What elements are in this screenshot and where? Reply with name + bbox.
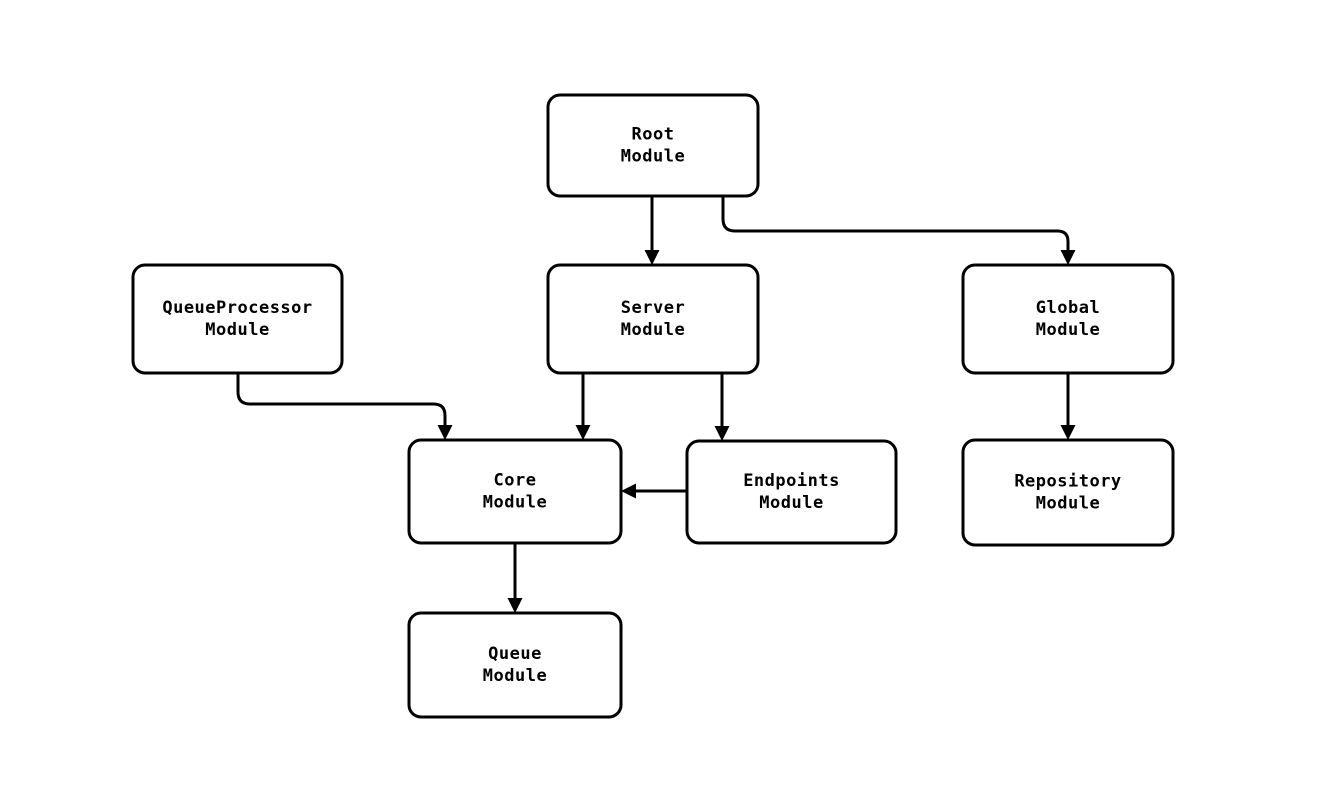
core-module-node-box[interactable] — [407, 438, 623, 545]
global-module-node-label-line1: Global — [1036, 298, 1100, 318]
core-module-node-label-line1: Core — [494, 471, 537, 491]
queueprocessor-module-node-label-line1: QueueProcessor — [162, 298, 312, 318]
edge-server-to-core-arrowhead-icon — [575, 425, 591, 440]
edge-queueprocessor-to-core-line — [236, 373, 447, 427]
edge-queueprocessor-to-core-arrowhead-icon — [437, 425, 453, 440]
core-module-node-label-line2: Module — [483, 493, 547, 513]
global-module-node-box[interactable] — [961, 263, 1175, 375]
edge-queueprocessor-to-core — [236, 373, 453, 440]
queue-module-node-label-line2: Module — [483, 666, 547, 686]
queue-module-node-box[interactable] — [407, 611, 623, 719]
edge-endpoints-to-core — [621, 483, 687, 499]
endpoints-module-node-label-line2: Module — [759, 493, 823, 513]
root-module-node-box[interactable] — [546, 93, 760, 198]
endpoints-module-node-box[interactable] — [685, 439, 898, 545]
edge-root-to-global — [721, 196, 1076, 265]
edge-core-to-queue-arrowhead-icon — [507, 598, 523, 613]
repository-module-node-box[interactable] — [961, 438, 1175, 547]
server-module-node-label-line2: Module — [621, 320, 685, 340]
edge-server-to-core — [575, 373, 591, 440]
edge-root-to-server-arrowhead-icon — [644, 250, 660, 265]
server-module-node-box[interactable] — [546, 263, 760, 375]
edge-root-to-server — [644, 196, 660, 265]
queueprocessor-module-node-box[interactable] — [131, 263, 344, 375]
edge-global-to-repository — [1060, 373, 1076, 440]
edge-root-to-global-arrowhead-icon — [1060, 250, 1076, 265]
edge-root-to-global-line — [721, 196, 1070, 252]
repository-module-node-label-line1: Repository — [1014, 472, 1121, 492]
queue-module-node-label-line1: Queue — [488, 644, 542, 664]
edge-server-to-endpoints — [714, 373, 730, 441]
root-module-node-label-line1: Root — [632, 125, 675, 145]
edges-layer — [236, 196, 1076, 613]
edge-endpoints-to-core-arrowhead-icon — [621, 483, 636, 499]
edge-server-to-endpoints-arrowhead-icon — [714, 426, 730, 441]
edge-core-to-queue — [507, 543, 523, 613]
server-module-node-label-line1: Server — [621, 298, 685, 318]
endpoints-module-node-label-line1: Endpoints — [743, 471, 840, 491]
global-module-node-label-line2: Module — [1036, 320, 1100, 340]
repository-module-node-label-line2: Module — [1036, 494, 1100, 514]
root-module-node-label-line2: Module — [621, 147, 685, 167]
edge-global-to-repository-arrowhead-icon — [1060, 425, 1076, 440]
queueprocessor-module-node-label-line2: Module — [205, 320, 269, 340]
nodes-layer: RootModuleQueueProcessorModuleServerModu… — [131, 93, 1175, 719]
